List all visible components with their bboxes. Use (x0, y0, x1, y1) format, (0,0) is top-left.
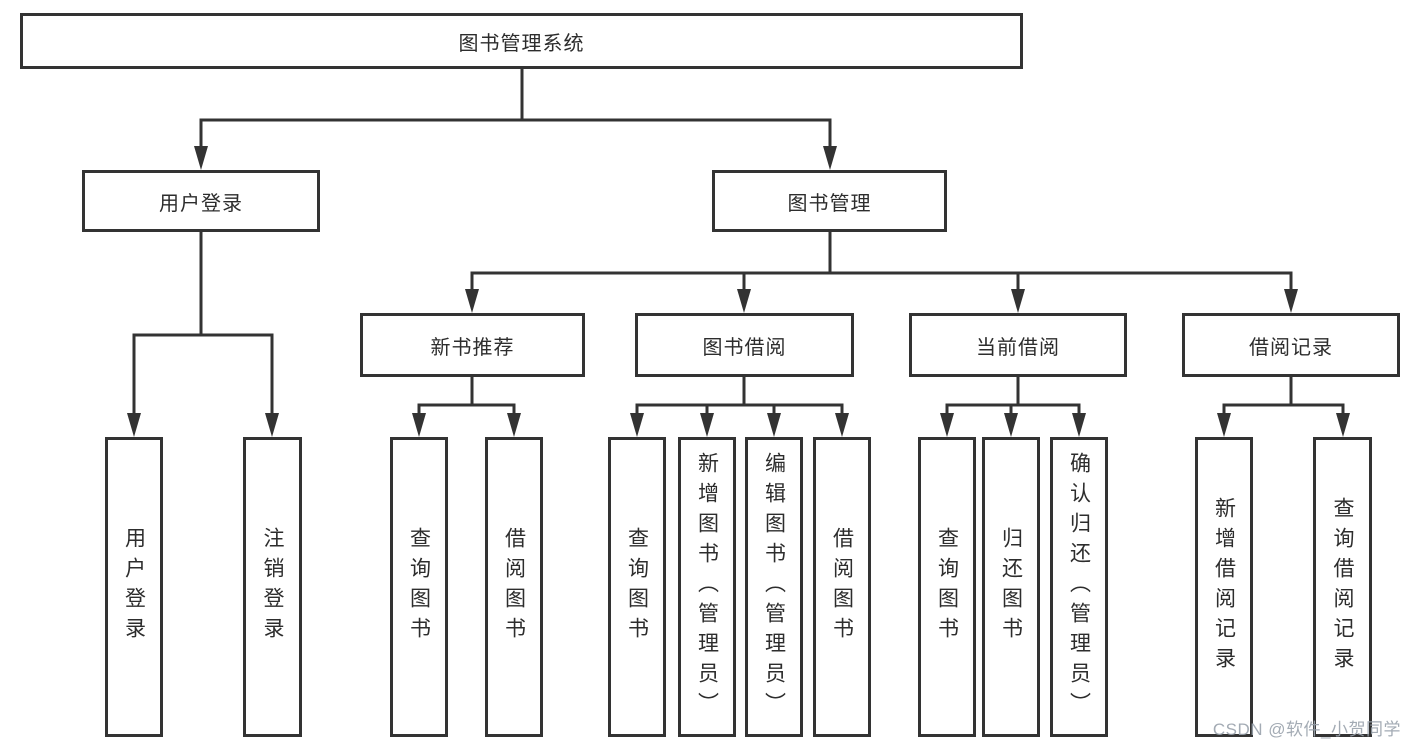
node-book-management: 图书管理 (712, 170, 947, 232)
node-label: 归还图书 (999, 527, 1023, 647)
node-label: 查询图书 (625, 527, 649, 647)
node-label: 图书借阅 (702, 336, 787, 359)
watermark: CSDN @软件_小贺同学 (1212, 720, 1401, 739)
node-label: 注销登录 (261, 527, 284, 647)
leaf-add-borrow-record: 新增借阅记录 (1195, 437, 1253, 737)
node-new-book-recommendation: 新书推荐 (360, 313, 585, 377)
leaf-logout: 注销登录 (243, 437, 302, 737)
node-label: 当前借阅 (976, 336, 1060, 359)
node-label: 用户登录 (122, 527, 146, 647)
node-book-borrowing: 图书借阅 (635, 313, 854, 377)
node-label: 确认归还（管理员） (1067, 452, 1091, 722)
node-current-borrowing: 当前借阅 (909, 313, 1127, 377)
leaf-borrow-books-borrowing: 借阅图书 (813, 437, 871, 737)
node-label: 借阅记录 (1249, 336, 1333, 359)
leaf-query-books-borrowing: 查询图书 (608, 437, 666, 737)
arrowheads (127, 146, 1350, 437)
node-user-login: 用户登录 (82, 170, 320, 232)
node-library-management-system: 图书管理系统 (20, 13, 1023, 69)
leaf-add-book-admin: 新增图书（管理员） (678, 437, 736, 737)
leaf-user-login: 用户登录 (105, 437, 163, 737)
leaf-edit-book-admin: 编辑图书（管理员） (745, 437, 803, 737)
node-label: 借阅图书 (830, 527, 854, 647)
node-label: 用户登录 (159, 192, 243, 215)
node-label: 编辑图书（管理员） (762, 452, 786, 722)
node-borrowing-records: 借阅记录 (1182, 313, 1400, 377)
node-label: 查询图书 (407, 527, 431, 647)
leaf-query-books-recommend: 查询图书 (390, 437, 448, 737)
leaf-query-borrow-record: 查询借阅记录 (1313, 437, 1372, 737)
leaf-borrow-books-recommend: 借阅图书 (485, 437, 543, 737)
node-label: 新书推荐 (430, 336, 515, 359)
node-label: 查询借阅记录 (1331, 497, 1354, 677)
node-label: 借阅图书 (502, 527, 526, 647)
leaf-return-books: 归还图书 (982, 437, 1040, 737)
leaf-confirm-return-admin: 确认归还（管理员） (1050, 437, 1108, 737)
node-label: 新增图书（管理员） (695, 452, 719, 722)
node-label: 图书管理系统 (458, 32, 585, 55)
node-label: 新增借阅记录 (1212, 497, 1236, 677)
node-label: 图书管理 (787, 192, 872, 215)
node-label: 查询图书 (935, 527, 959, 647)
leaf-query-books-current: 查询图书 (918, 437, 976, 737)
